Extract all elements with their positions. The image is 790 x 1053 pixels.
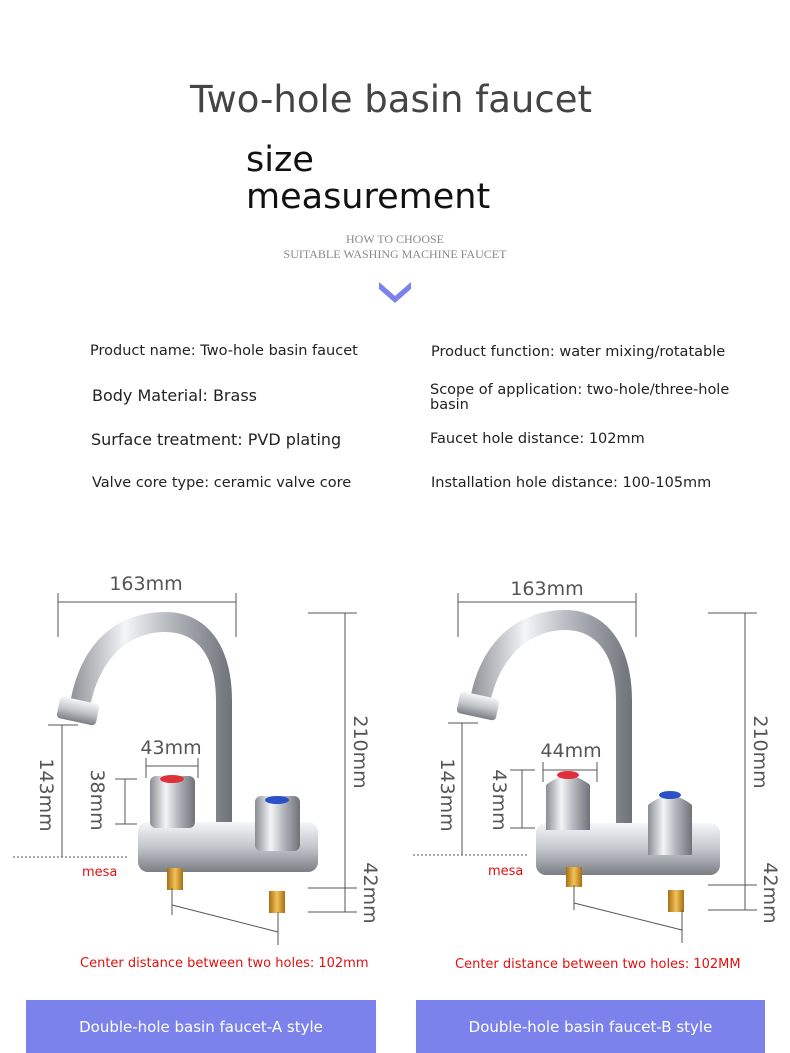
spec-scope-line1: Scope of application: two-hole/three-hol…	[430, 382, 730, 398]
total-height-label: 210mm	[749, 715, 771, 788]
faucet-diagrams: 163mm 43mm 38mm 143mm 210mm 42mm mesa Ce…	[13, 573, 781, 972]
handle-width-label: 44mm	[540, 740, 601, 762]
handle-width-label: 43mm	[140, 737, 201, 759]
mesa-label: mesa	[488, 864, 523, 879]
spec-function: Product function: water mixing/rotatable	[431, 344, 726, 360]
total-height-label: 210mm	[349, 715, 371, 788]
title-size: size	[246, 140, 314, 180]
handle-height-label: 38mm	[86, 769, 108, 830]
width-label: 163mm	[109, 573, 182, 595]
page-title: Two-hole basin faucet	[190, 78, 592, 121]
dimension-lines	[13, 593, 357, 945]
subtitle-how-to-choose: HOW TO CHOOSE	[345, 232, 444, 246]
spec-surface: Surface treatment: PVD plating	[91, 430, 342, 449]
spec-body-material: Body Material: Brass	[92, 386, 257, 405]
spec-scope-line2: basin	[430, 397, 469, 413]
center-distance-label: Center distance between two holes: 102mm	[80, 956, 369, 971]
handle-height-label: 43mm	[488, 769, 510, 830]
style-a-banner: Double-hole basin faucet-A style	[26, 1000, 376, 1053]
style-b-banner: Double-hole basin faucet-B style	[416, 1000, 765, 1053]
thread-length-label: 42mm	[759, 862, 781, 923]
faucet-image	[56, 612, 318, 913]
spout-height-label: 143mm	[436, 758, 458, 831]
mesa-label: mesa	[82, 865, 117, 880]
hot-indicator	[557, 771, 579, 779]
faucet-diagram-a: 163mm 43mm 38mm 143mm 210mm 42mm mesa Ce…	[13, 573, 381, 971]
thread-length-label: 42mm	[359, 862, 381, 923]
spec-product-name: Product name: Two-hole basin faucet	[90, 343, 358, 359]
dimension-lines	[413, 593, 757, 943]
faucet-diagram-b: 163mm 44mm 43mm 143mm 210mm 42mm mesa Ce…	[413, 578, 781, 972]
faucet-image	[456, 610, 720, 912]
center-distance-label: Center distance between two holes: 102MM	[455, 957, 741, 972]
hot-indicator	[160, 775, 184, 783]
spec-faucet-hole: Faucet hole distance: 102mm	[430, 431, 645, 447]
spec-valve: Valve core type: ceramic valve core	[92, 475, 352, 491]
spec-install-hole: Installation hole distance: 100-105mm	[431, 475, 712, 491]
cold-indicator	[265, 796, 289, 804]
subtitle-suitable: SUITABLE WASHING MACHINE FAUCET	[283, 247, 507, 261]
spout-height-label: 143mm	[35, 758, 57, 831]
width-label: 163mm	[510, 578, 583, 600]
title-measurement: measurement	[246, 177, 491, 217]
cold-indicator	[659, 791, 681, 799]
spec-scope: Scope of application: two-hole/three-hol…	[430, 383, 729, 413]
